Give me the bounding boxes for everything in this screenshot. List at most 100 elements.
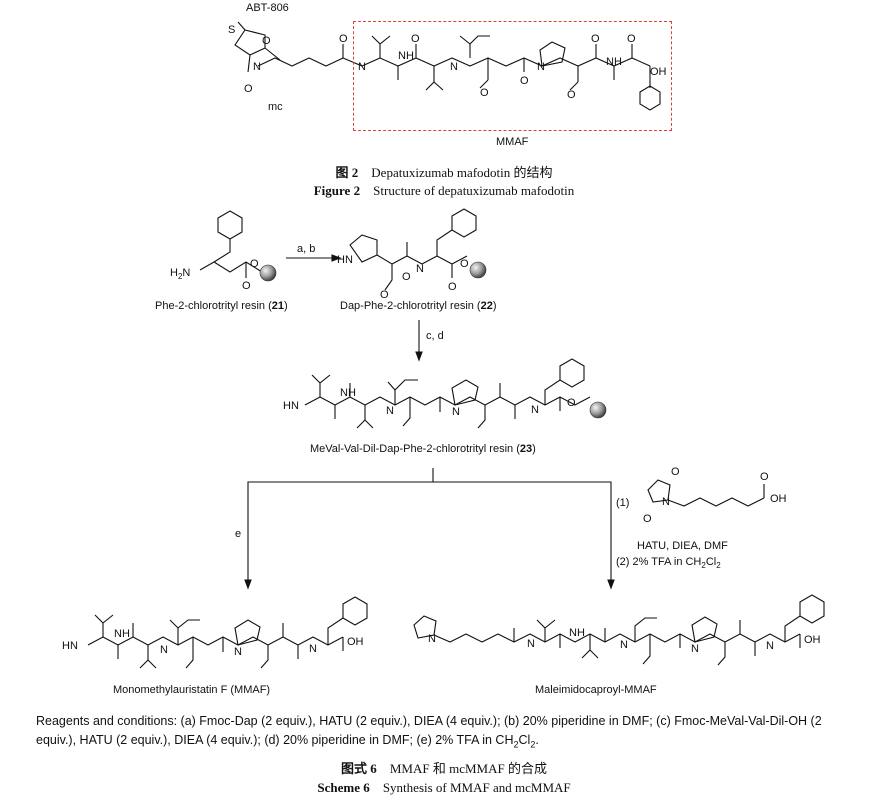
oxygen-atom: O [480, 87, 489, 99]
scheme6-caption-en: Scheme 6 Synthesis of MMAF and mcMMAF [0, 777, 888, 796]
maleimidocaproic-acid [647, 479, 765, 507]
nitrogen-atom: N [537, 61, 545, 73]
nh-group: NH [114, 628, 130, 640]
mmaf-side-chains [371, 35, 661, 111]
oxygen-atom: O [250, 258, 259, 270]
oxygen-atom: O [591, 33, 600, 45]
mmaf-backbone [342, 57, 651, 67]
abt-806-label: ABT-806 [246, 2, 289, 14]
nitrogen-atom: N [450, 61, 458, 73]
oxygen-atom: O [460, 258, 469, 270]
nitrogen-atom: N [386, 405, 394, 417]
figure2-caption-cn-text: Depatuxizumab mafodotin 的结构 [371, 165, 553, 180]
nitrogen-atom: N [358, 61, 366, 73]
reagents-line2: (2) 2% TFA in CH2Cl2 [616, 556, 721, 571]
hydroxyl-group: OH [347, 636, 364, 648]
conditions-line1: Reagents and conditions: (a) Fmoc-Dap (2… [36, 714, 822, 728]
nitrogen-atom: N [620, 639, 628, 651]
oxygen-atom: O [262, 35, 271, 47]
oxygen-atom: O [567, 397, 576, 409]
scheme6-caption-en-num: Scheme 6 [317, 780, 370, 795]
nitrogen-atom: N [428, 633, 436, 645]
nh-group: NH [340, 387, 356, 399]
nh-group: N [766, 640, 774, 652]
mc-label: mc [268, 101, 283, 113]
product-mmaf-label: Monomethylauristatin F (MMAF) [113, 684, 271, 696]
mmaf-highlight-box [353, 21, 672, 131]
oxygen-atom: O [242, 280, 251, 292]
resin-bead-icon [469, 261, 487, 279]
resin-bead-icon [589, 401, 607, 419]
reagents-line1: HATU, DIEA, DMF [637, 540, 728, 552]
compound-22-label: Dap-Phe-2-chlorotrityl resin (22) [340, 300, 497, 312]
scheme6-caption-cn-text: MMAF 和 mcMMAF 的合成 [389, 761, 547, 776]
figure2-caption-en: Figure 2 Structure of depatuxizumab mafo… [0, 180, 888, 199]
oxygen-atom: O [339, 33, 348, 45]
oxygen-atom: O [448, 281, 457, 293]
figure2-caption-en-text: Structure of depatuxizumab mafodotin [373, 183, 575, 198]
oxygen-atom: O [411, 33, 420, 45]
nitrogen-atom: N [691, 643, 699, 655]
oxygen-atom: O [380, 289, 389, 301]
figure2-caption-en-num: Figure 2 [313, 183, 361, 198]
arrow-e-label: e [235, 528, 242, 540]
arrow-mc-path [433, 481, 612, 580]
hydroxyl-group: OH [770, 493, 787, 505]
product-mcmmaf [413, 594, 825, 666]
scheme6-caption-cn-num: 图式 6 [341, 761, 377, 776]
succinimide-ring [234, 21, 281, 73]
nitrogen-atom: N [662, 496, 670, 508]
figure2-structure: ABT-806 S O N O O N NH O N O O N O O NH … [228, 2, 667, 113]
oxygen-atom: O [643, 513, 652, 525]
nitrogen-atom: N [527, 638, 535, 650]
compound-21-label: Phe-2-chlorotrityl resin (21) [155, 300, 288, 312]
hn-group: HN [283, 400, 299, 412]
conditions-line2: equiv.), HATU (2 equiv.), DIEA (4 equiv.… [36, 733, 539, 750]
nh-group: NH [398, 50, 414, 62]
nh-group: N [309, 643, 317, 655]
nh-group: N [531, 404, 539, 416]
nitrogen-atom: N [234, 646, 242, 658]
oxygen-atom: O [402, 271, 411, 283]
nh-group: N [416, 263, 424, 275]
oxygen-atom: O [671, 466, 680, 478]
oxygen-atom: O [627, 33, 636, 45]
compound-22 [349, 208, 487, 291]
compound-23 [304, 358, 607, 429]
scheme6-diagram: H2N O O HN O O N O O H [62, 208, 825, 669]
mmaf-label: MMAF [496, 136, 529, 148]
nitrogen-atom: N [253, 61, 261, 73]
arrowhead-icon [244, 579, 252, 590]
figure2-caption-cn: 图 2 Depatuxizumab mafodotin 的结构 [0, 162, 888, 181]
hydroxyl-group: OH [650, 66, 667, 78]
product-mcmmaf-label: Maleimidocaproyl-MMAF [535, 684, 657, 696]
hn-group: HN [337, 254, 353, 266]
oxygen-atom: O [244, 83, 253, 95]
reaction-conditions: Reagents and conditions: (a) Fmoc-Dap (2… [36, 712, 866, 755]
hydroxyl-group: OH [804, 634, 821, 646]
compound-23-label: MeVal-Val-Dil-Dap-Phe-2-chlorotrityl res… [310, 443, 536, 455]
nitrogen-atom: N [452, 406, 460, 418]
scheme6-caption-cn: 图式 6 MMAF 和 mcMMAF 的合成 [0, 758, 888, 777]
nh-group: NH [606, 56, 622, 68]
figure2-caption-cn-num: 图 2 [335, 165, 359, 180]
oxygen-atom: O [520, 75, 529, 87]
oxygen-atom: O [760, 471, 769, 483]
hn-group: HN [62, 640, 78, 652]
compound-21 [199, 210, 277, 282]
scheme6-caption-en-text: Synthesis of MMAF and mcMMAF [382, 780, 571, 795]
arrow-e-path [247, 468, 434, 580]
arrowhead-icon [415, 351, 423, 362]
mc-linker [257, 57, 344, 67]
nitrogen-atom: N [160, 644, 168, 656]
step1-label: (1) [616, 497, 630, 509]
nh-group: NH [569, 627, 585, 639]
arrow-ab-label: a, b [297, 243, 316, 255]
product-mmaf [87, 596, 368, 669]
oxygen-atom: O [567, 89, 576, 101]
arrowhead-icon [331, 254, 342, 262]
amine-group: H2N [170, 267, 190, 281]
sulfur-atom: S [228, 24, 235, 36]
arrowhead-icon [607, 579, 615, 590]
resin-bead-icon [259, 264, 277, 282]
